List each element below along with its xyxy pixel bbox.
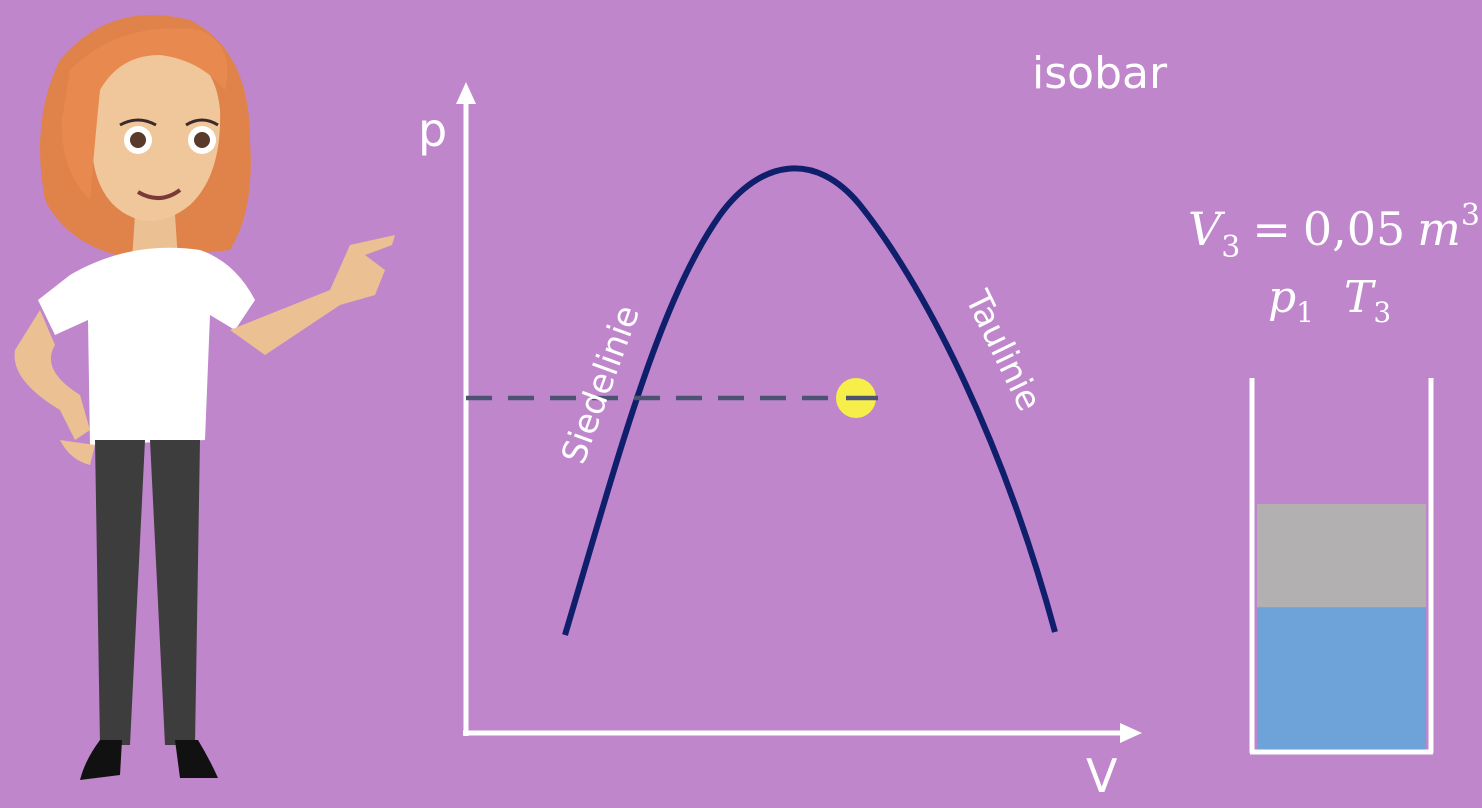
container-liquid [1257, 607, 1426, 750]
siedelinie-label: Siedelinie [554, 300, 648, 469]
pv-diagram: p V Siedelinie Taulinie [418, 82, 1142, 803]
pressure-symbol: p [1268, 272, 1296, 323]
container-gas [1257, 504, 1426, 608]
saturation-dome-curve [562, 165, 1058, 636]
container [1249, 378, 1434, 755]
volume-value: 0,05 [1303, 202, 1405, 256]
presenter-character [14, 15, 395, 780]
x-axis-label: V [1086, 749, 1118, 803]
y-axis-arrow-icon [456, 82, 476, 104]
volume-subscript: 3 [1221, 230, 1240, 265]
temperature-symbol: T [1344, 272, 1377, 323]
equals-sign: = [1252, 202, 1291, 256]
pressure-subscript: 1 [1296, 296, 1314, 329]
x-axis-arrow-icon [1120, 723, 1142, 743]
temperature-subscript: 3 [1373, 296, 1391, 329]
y-axis-label: p [418, 103, 447, 157]
unit-exponent: 3 [1461, 198, 1480, 233]
volume-symbol: V [1188, 202, 1226, 256]
process-title: isobar [1032, 48, 1168, 99]
unit-symbol: m [1417, 202, 1461, 256]
